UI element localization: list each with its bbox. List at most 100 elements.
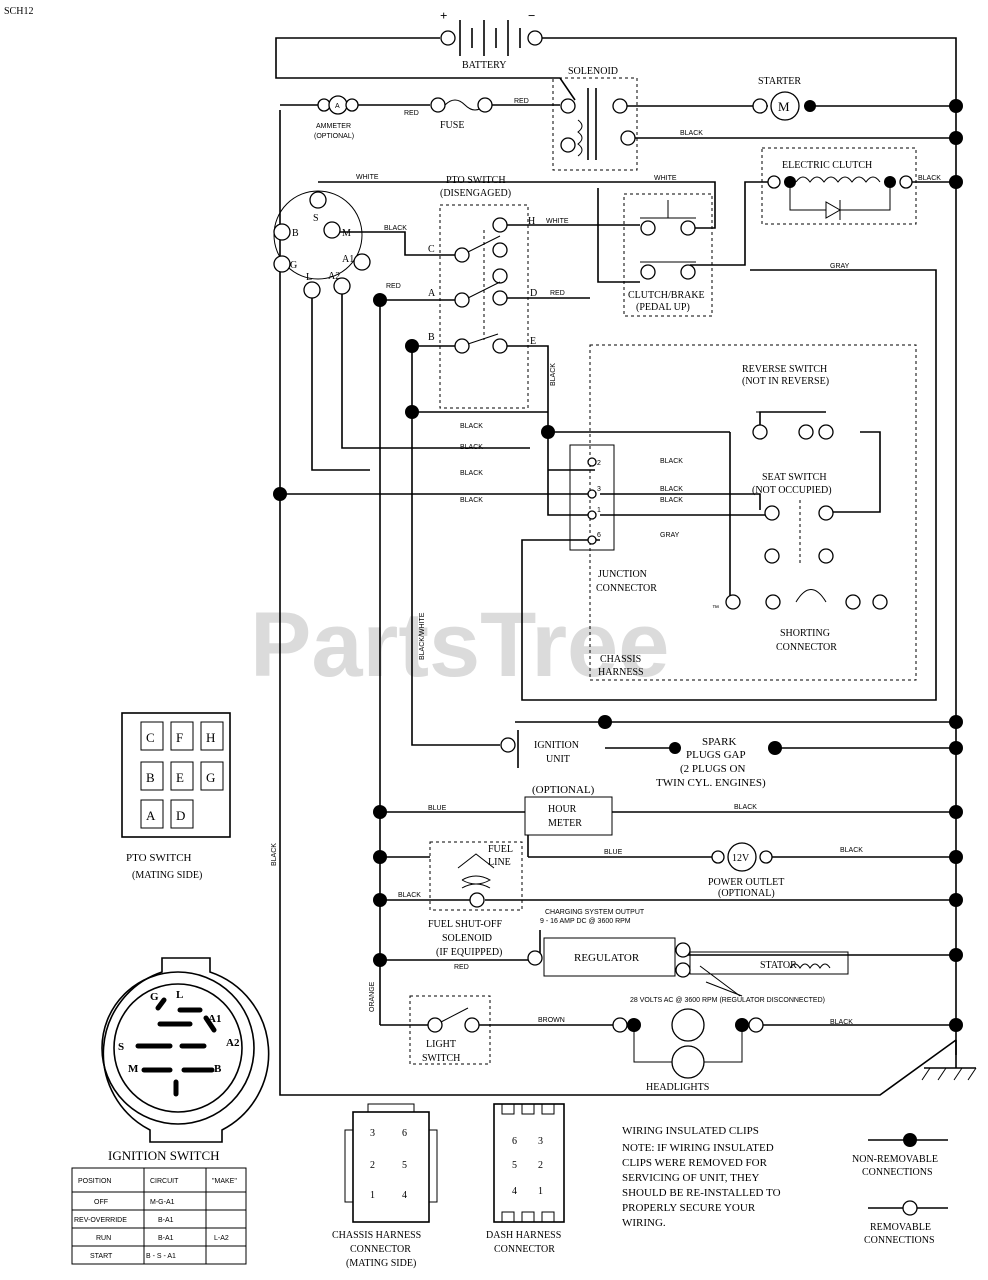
terminal-label-a1: A1: [342, 254, 354, 265]
clutch-brake-switch: CLUTCH/BRAKE (PEDAL UP): [623, 193, 713, 317]
wire-label-black: BLACK: [384, 225, 407, 232]
wire-label-black: BLACK: [460, 470, 483, 477]
chassis-pin: 4: [402, 1190, 407, 1201]
wire-label-orange: ORANGE: [369, 981, 376, 1012]
ignition-unit: IGNITION UNIT SPARK PLUGS GAP (2 PLUGS O…: [500, 730, 766, 789]
regulator-label: REGULATOR: [574, 952, 640, 964]
table-cell: B-A1: [158, 1235, 174, 1242]
reverse-switch-state: (NOT IN REVERSE): [742, 376, 829, 387]
wire-label-red: RED: [386, 283, 401, 290]
wire-label-black: BLACK: [660, 497, 683, 504]
power-outlet-symbol: 12V: [732, 853, 750, 864]
wire-label-red: RED: [514, 98, 529, 105]
table-header-position: POSITION: [78, 1178, 111, 1185]
wiring-note: WIRING INSULATED CLIPS NOTE: IF WIRING I…: [622, 1125, 781, 1229]
ignition-switch-title: IGNITION SWITCH: [108, 1148, 220, 1163]
electric-clutch-label: ELECTRIC CLUTCH: [782, 160, 872, 171]
pto-mating-a: A: [146, 808, 156, 823]
chassis-pin: 6: [402, 1128, 407, 1139]
pto-mating-c: C: [146, 730, 155, 745]
power-outlet: 12V POWER OUTLET (OPTIONAL): [708, 842, 784, 899]
watermark: PartsTree: [250, 594, 669, 696]
pto-terminal-a: A: [428, 288, 436, 299]
face-label-g: G: [150, 991, 159, 1003]
ignition-table: POSITION CIRCUIT "MAKE" OFF M-G-A1 REV-O…: [71, 1167, 247, 1265]
table-cell: L-A2: [214, 1235, 229, 1242]
pto-mating-e: E: [176, 770, 184, 785]
table-cell: B - S - A1: [146, 1253, 176, 1260]
chassis-pin: 3: [370, 1128, 375, 1139]
legend-non-removable-1: NON-REMOVABLE: [852, 1154, 938, 1165]
pto-terminal-e: E: [530, 336, 536, 347]
terminal-label-m: M: [342, 228, 351, 239]
dash-harness-connector: 6 3 5 2 4 1 DASH HARNESS CONNECTOR: [486, 1103, 565, 1255]
pto-switch-title: PTO SWITCH: [446, 175, 506, 186]
pto-terminal-c: C: [428, 244, 435, 255]
note-line: NOTE: IF WIRING INSULATED: [622, 1142, 774, 1154]
ignition-unit-1: IGNITION: [534, 740, 579, 751]
light-switch: LIGHT SWITCH: [409, 995, 491, 1065]
fuse-label: FUSE: [440, 120, 464, 131]
wire-label-red: RED: [550, 290, 565, 297]
table-header-make: "MAKE": [212, 1178, 237, 1185]
ammeter: A AMMETER (OPTIONAL): [314, 95, 359, 140]
clutch-brake-state: (PEDAL UP): [636, 302, 690, 313]
electric-clutch: ELECTRIC CLUTCH: [761, 147, 917, 225]
terminal-label-a2: A2: [328, 271, 340, 282]
spark-plugs-4: TWIN CYL. ENGINES): [656, 777, 766, 789]
page-code: SCH12: [4, 6, 33, 17]
face-label-m: M: [128, 1063, 139, 1075]
wire-label-black: BLACK: [460, 444, 483, 451]
light-switch-1: LIGHT: [426, 1039, 456, 1050]
pto-terminal-d: D: [530, 288, 537, 299]
wire-label-white: WHITE: [654, 175, 677, 182]
chassis-harness-1: CHASSIS: [600, 654, 641, 665]
dash-connector-title-2: CONNECTOR: [494, 1244, 555, 1255]
hour-meter-2: METER: [548, 818, 582, 829]
dash-pin: 5: [512, 1160, 517, 1171]
charging-output-2: 9 - 16 AMP DC @ 3600 RPM: [540, 918, 631, 925]
shorting-connector-1: SHORTING: [780, 628, 830, 639]
terminal-label-g: G: [290, 260, 297, 271]
wire-label-red: RED: [404, 110, 419, 117]
chassis-connector-title-3: (MATING SIDE): [346, 1258, 416, 1269]
terminal-label-b: B: [292, 228, 299, 239]
wire-label-red: RED: [454, 964, 469, 971]
chassis-connector-title-2: CONNECTOR: [350, 1244, 411, 1255]
junction-connector-2: CONNECTOR: [596, 583, 657, 594]
pto-switch: PTO SWITCH (DISENGAGED) H C A B D E: [428, 175, 537, 409]
ammeter-symbol: A: [335, 103, 340, 110]
wire-label-black: BLACK: [660, 458, 683, 465]
charging-output-1: CHARGING SYSTEM OUTPUT: [545, 909, 645, 916]
pto-mating-d: D: [176, 808, 185, 823]
stator-label: STATOR: [760, 960, 797, 971]
fuse: FUSE: [430, 97, 493, 131]
trademark-mark: ™: [712, 605, 719, 612]
spark-plugs-3: (2 PLUGS ON: [680, 763, 745, 775]
note-line: PROPERLY SECURE YOUR: [622, 1202, 756, 1214]
wire-label-gray: GRAY: [660, 532, 680, 539]
chassis-pin: 5: [402, 1160, 407, 1171]
pto-terminal-b: B: [428, 332, 435, 343]
wire-label-white: WHITE: [546, 218, 569, 225]
clutch-brake-label: CLUTCH/BRAKE: [628, 290, 705, 301]
table-cell: RUN: [96, 1235, 111, 1242]
wire-label-brown: BROWN: [538, 1017, 565, 1024]
seat-switch-state: (NOT OCCUPIED): [752, 485, 832, 496]
solenoid: SOLENOID: [552, 66, 638, 171]
table-cell: B-A1: [158, 1217, 174, 1224]
dash-pin: 3: [538, 1136, 543, 1147]
headlights: HEADLIGHTS: [612, 1008, 764, 1093]
dash-pin: 6: [512, 1136, 517, 1147]
ac-note: 28 VOLTS AC @ 3600 RPM (REGULATOR DISCON…: [630, 997, 825, 1004]
wire-label-black: BLACK: [660, 486, 683, 493]
main-wiring: [275, 37, 957, 1096]
spark-plugs-1: SPARK: [702, 736, 737, 748]
wire-label-black: BLACK: [840, 847, 863, 854]
wire-label-black: BLACK: [460, 423, 483, 430]
chassis-pin: 2: [370, 1160, 375, 1171]
starter-symbol: M: [778, 99, 790, 114]
ground-symbol: [921, 1040, 977, 1081]
pto-terminal-h: H: [528, 216, 535, 227]
